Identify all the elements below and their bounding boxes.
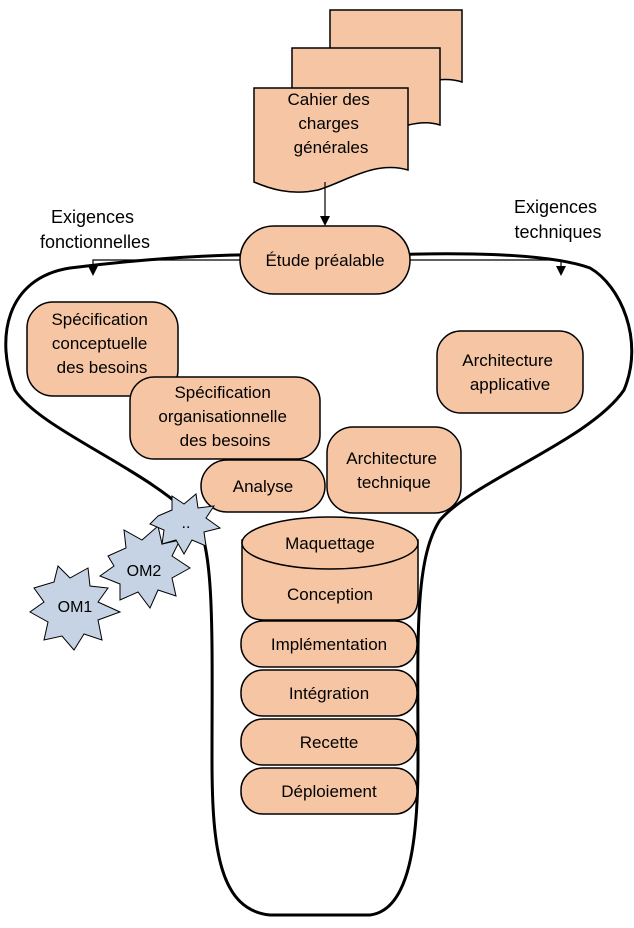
- box-maquettage: Maquettage: [241, 516, 419, 570]
- box-deploiement-label: Déploiement: [281, 782, 377, 801]
- document-line-2: charges: [298, 114, 358, 133]
- box-conception-label: Conception: [287, 585, 373, 604]
- document-line-3: générales: [294, 138, 369, 157]
- box-architecture-applicative-label: Architecture applicative: [462, 351, 557, 394]
- document-stack: Cahier des charges générales: [253, 9, 463, 193]
- star-more: ..: [149, 493, 222, 556]
- arrow-to-exigences-fonctionnelles: [88, 259, 240, 276]
- label-exigences-techniques: Exigences techniques: [514, 197, 602, 242]
- star-om2: OM2: [98, 525, 191, 609]
- box-implementation: Implémentation: [240, 620, 418, 668]
- box-etude-prealable-label: Étude préalable: [265, 251, 384, 270]
- box-analyse-label: Analyse: [233, 477, 293, 496]
- document-front: [253, 87, 409, 193]
- document-label: Cahier des charges générales: [288, 90, 375, 157]
- label-exigences-fonctionnelles: Exigences fonctionnelles: [40, 207, 150, 252]
- box-implementation-label: Implémentation: [271, 635, 387, 654]
- arrow-to-exigences-techniques: [410, 259, 566, 276]
- box-etude-prealable: Étude préalable: [239, 225, 411, 295]
- box-integration: Intégration: [240, 669, 418, 717]
- box-analyse: Analyse: [200, 459, 326, 513]
- box-recette: Recette: [240, 718, 418, 766]
- box-specification-organisationnelle-label: Spécification organisationnelle des beso…: [158, 383, 291, 450]
- box-architecture-applicative: Architecture applicative: [436, 330, 584, 414]
- box-architecture-technique-label: Architecture technique: [346, 449, 441, 492]
- box-recette-label: Recette: [300, 733, 359, 752]
- box-deploiement: Déploiement: [240, 767, 418, 815]
- box-maquettage-label: Maquettage: [285, 534, 375, 553]
- star-om1-label: OM1: [58, 599, 93, 616]
- y-shape-outline: [4, 252, 634, 917]
- star-more-label: ..: [182, 515, 191, 532]
- box-integration-label: Intégration: [289, 684, 369, 703]
- document-line-1: Cahier des: [288, 90, 370, 109]
- box-specification-conceptuelle: Spécification conceptuelle des besoins: [26, 301, 179, 397]
- box-specification-conceptuelle-label: Spécification conceptuelle des besoins: [51, 310, 152, 377]
- box-specification-organisationnelle: Spécification organisationnelle des beso…: [129, 376, 321, 460]
- star-om1: OM1: [29, 565, 122, 651]
- box-architecture-technique: Architecture technique: [326, 426, 462, 514]
- star-om2-label: OM2: [127, 563, 162, 580]
